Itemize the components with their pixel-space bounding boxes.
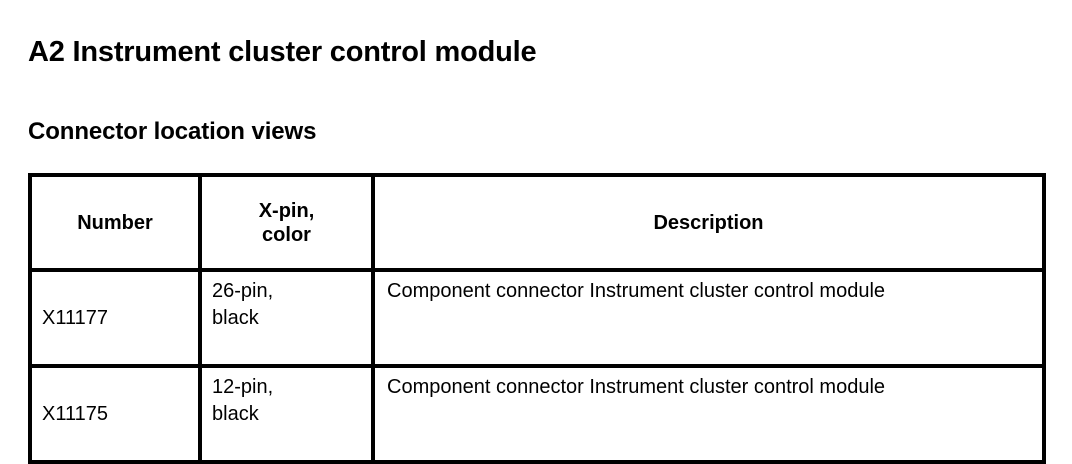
column-header-number: Number	[28, 173, 202, 272]
table-row: X11175 12-pin, black Component connector…	[28, 364, 1046, 464]
page-title: A2 Instrument cluster control module	[28, 36, 537, 69]
cell-connector-number: X11175	[28, 364, 202, 464]
column-header-description: Description	[371, 173, 1046, 272]
cell-description: Component connector Instrument cluster c…	[371, 268, 1046, 368]
column-header-xpin-color: X-pin, color	[198, 173, 375, 272]
table-header-row: Number X-pin, color Description	[28, 173, 1046, 272]
section-subtitle: Connector location views	[28, 117, 317, 145]
connector-table: Number X-pin, color Description X11177 2…	[28, 173, 1046, 464]
cell-description: Component connector Instrument cluster c…	[371, 364, 1046, 464]
cell-connector-number: X11177	[28, 268, 202, 368]
table-row: X11177 26-pin, black Component connector…	[28, 268, 1046, 368]
table-header: Number X-pin, color Description	[28, 173, 1046, 272]
table-body: X11177 26-pin, black Component connector…	[28, 268, 1046, 464]
cell-xpin-color: 12-pin, black	[198, 364, 375, 464]
cell-xpin-color: 26-pin, black	[198, 268, 375, 368]
